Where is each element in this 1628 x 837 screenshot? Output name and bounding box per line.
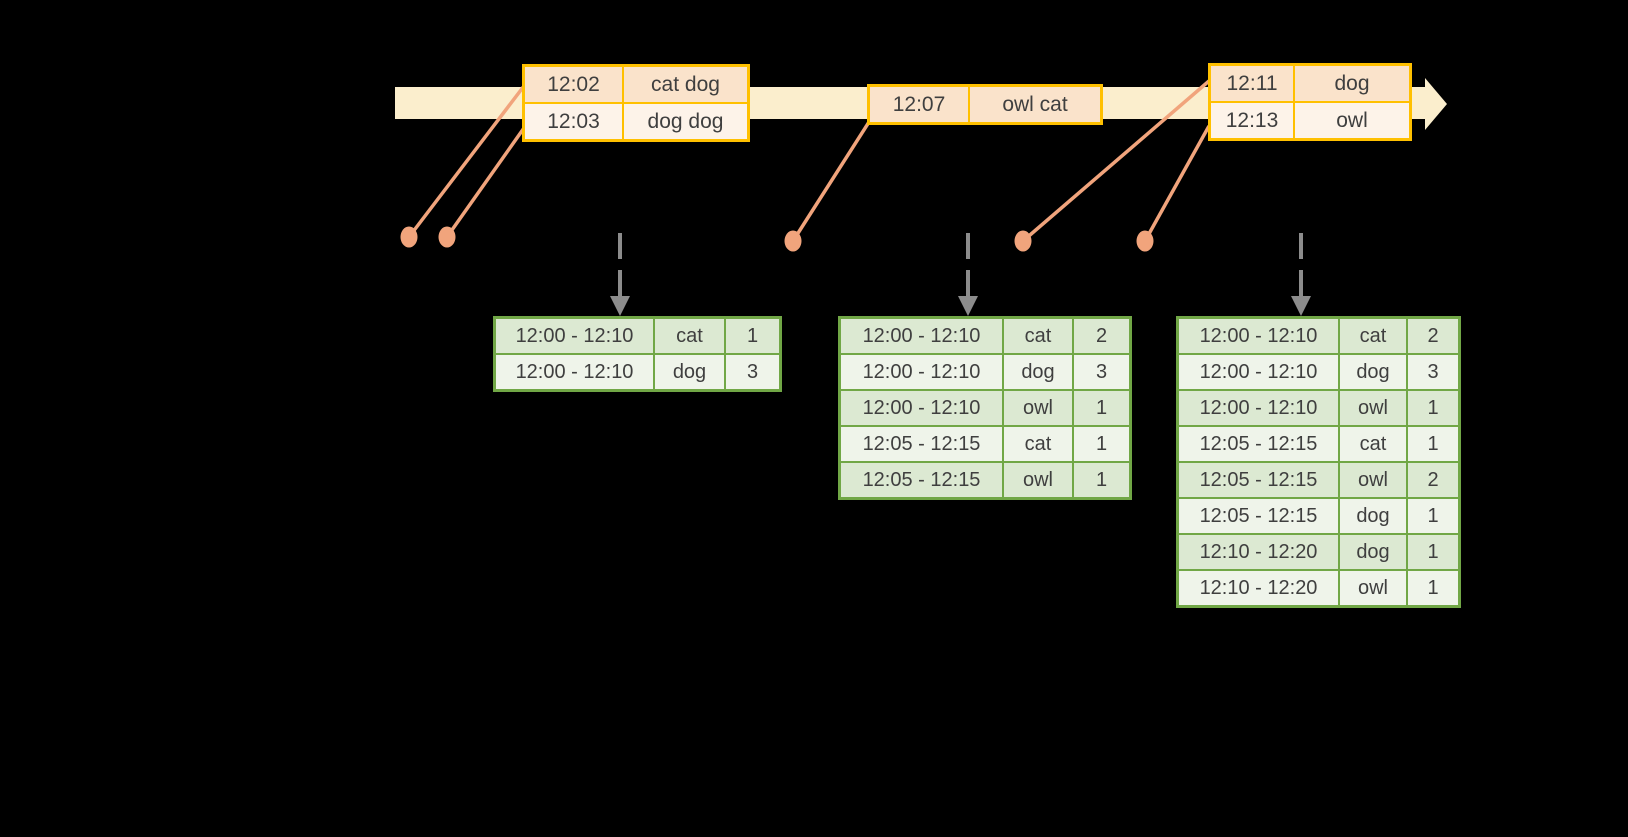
result-row: 12:00 - 12:10 dog 3 [493, 353, 782, 392]
event-time-cell: 12:02 [522, 64, 624, 104]
window-cell: 12:00 - 12:10 [1176, 316, 1340, 355]
window-cell: 12:00 - 12:10 [838, 353, 1004, 391]
event-time-cell: 12:07 [867, 84, 970, 125]
word-cell: dog [1338, 353, 1408, 391]
event-table-3: 12:11 dog 12:13 owl [1208, 63, 1412, 141]
event-row: 12:02 cat dog [522, 64, 750, 104]
connector-line-1213 [1143, 125, 1211, 242]
event-time-cell: 12:13 [1208, 101, 1295, 141]
window-cell: 12:05 - 12:15 [1176, 497, 1340, 535]
count-cell: 2 [1072, 316, 1132, 355]
event-words-cell: owl cat [968, 84, 1103, 125]
window-cell: 12:00 - 12:10 [1176, 389, 1340, 427]
window-cell: 12:05 - 12:15 [838, 461, 1004, 500]
count-cell: 1 [724, 316, 782, 355]
word-cell: dog [1338, 497, 1408, 535]
event-words-cell: cat dog [622, 64, 750, 104]
window-cell: 12:00 - 12:10 [1176, 353, 1340, 391]
count-cell: 1 [1406, 569, 1461, 608]
count-cell: 2 [1406, 316, 1461, 355]
count-cell: 3 [724, 353, 782, 392]
event-words-cell: dog [1293, 63, 1412, 103]
result-row: 12:00 - 12:10 dog 3 [1176, 353, 1461, 391]
result-row: 12:10 - 12:20 dog 1 [1176, 533, 1461, 571]
count-cell: 1 [1406, 497, 1461, 535]
word-cell: owl [1338, 389, 1408, 427]
word-cell: cat [1338, 316, 1408, 355]
word-cell: owl [1338, 461, 1408, 499]
event-row: 12:11 dog [1208, 63, 1412, 103]
count-cell: 1 [1072, 425, 1132, 463]
event-words-cell: owl [1293, 101, 1412, 141]
word-cell: cat [1002, 425, 1074, 463]
event-dot-icon [438, 226, 456, 248]
result-row: 12:00 - 12:10 dog 3 [838, 353, 1132, 391]
dashed-down-arrow-icon [958, 233, 978, 316]
count-cell: 1 [1406, 533, 1461, 571]
result-row: 12:00 - 12:10 owl 1 [838, 389, 1132, 427]
count-cell: 1 [1406, 389, 1461, 427]
count-cell: 1 [1406, 425, 1461, 463]
result-row: 12:05 - 12:15 cat 1 [1176, 425, 1461, 463]
connector-line-1203 [445, 126, 526, 239]
result-table-2: 12:00 - 12:10 cat 2 12:00 - 12:10 dog 3 … [838, 316, 1132, 500]
dashed-down-arrow-icon [610, 233, 630, 316]
event-row: 12:03 dog dog [522, 102, 750, 142]
window-cell: 12:00 - 12:10 [838, 389, 1004, 427]
window-cell: 12:05 - 12:15 [1176, 425, 1340, 463]
window-cell: 12:10 - 12:20 [1176, 569, 1340, 608]
count-cell: 3 [1406, 353, 1461, 391]
result-row: 12:05 - 12:15 owl 2 [1176, 461, 1461, 499]
word-cell: dog [1002, 353, 1074, 391]
result-row: 12:05 - 12:15 owl 1 [838, 461, 1132, 500]
event-dot-icon [1136, 230, 1154, 252]
window-cell: 12:00 - 12:10 [493, 353, 655, 392]
event-table-1: 12:02 cat dog 12:03 dog dog [522, 64, 750, 142]
connector-line-1207 [791, 121, 871, 242]
window-cell: 12:00 - 12:10 [838, 316, 1004, 355]
word-cell: owl [1002, 389, 1074, 427]
result-row: 12:05 - 12:15 dog 1 [1176, 497, 1461, 535]
count-cell: 2 [1406, 461, 1461, 499]
word-cell: cat [1338, 425, 1408, 463]
result-row: 12:05 - 12:15 cat 1 [838, 425, 1132, 463]
count-cell: 3 [1072, 353, 1132, 391]
word-cell: dog [653, 353, 726, 392]
result-row: 12:00 - 12:10 owl 1 [1176, 389, 1461, 427]
window-cell: 12:05 - 12:15 [838, 425, 1004, 463]
event-dot-icon [1014, 230, 1032, 252]
result-row: 12:00 - 12:10 cat 1 [493, 316, 782, 355]
result-row: 12:00 - 12:10 cat 2 [838, 316, 1132, 355]
event-row: 12:07 owl cat [867, 84, 1103, 125]
window-cell: 12:10 - 12:20 [1176, 533, 1340, 571]
window-cell: 12:00 - 12:10 [493, 316, 655, 355]
result-row: 12:10 - 12:20 owl 1 [1176, 569, 1461, 608]
event-time-cell: 12:03 [522, 102, 624, 142]
event-dot-icon [784, 230, 802, 252]
event-time-cell: 12:11 [1208, 63, 1295, 103]
event-words-cell: dog dog [622, 102, 750, 142]
result-table-3: 12:00 - 12:10 cat 2 12:00 - 12:10 dog 3 … [1176, 316, 1461, 608]
count-cell: 1 [1072, 389, 1132, 427]
timeline-arrowhead-icon [1425, 78, 1447, 130]
word-cell: owl [1338, 569, 1408, 608]
event-dot-icon [400, 226, 418, 248]
connector-line-1202 [407, 84, 526, 239]
word-cell: cat [1002, 316, 1074, 355]
result-row: 12:00 - 12:10 cat 2 [1176, 316, 1461, 355]
count-cell: 1 [1072, 461, 1132, 500]
window-cell: 12:05 - 12:15 [1176, 461, 1340, 499]
result-table-1: 12:00 - 12:10 cat 1 12:00 - 12:10 dog 3 [493, 316, 782, 392]
word-cell: owl [1002, 461, 1074, 500]
dashed-down-arrow-icon [1291, 233, 1311, 316]
word-cell: cat [653, 316, 726, 355]
word-cell: dog [1338, 533, 1408, 571]
event-table-2: 12:07 owl cat [867, 84, 1103, 125]
event-row: 12:13 owl [1208, 101, 1412, 141]
